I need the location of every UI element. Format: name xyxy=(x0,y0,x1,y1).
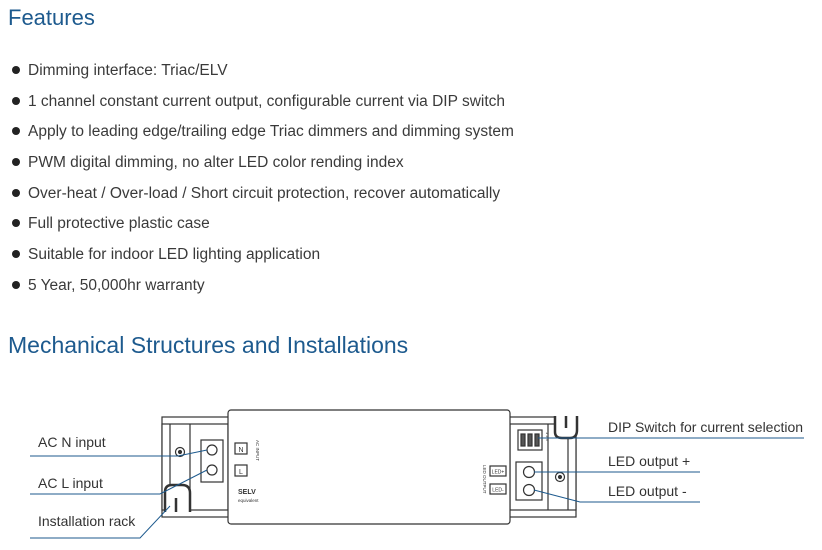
led-plus-terminal-label: LED+ xyxy=(492,470,505,476)
bullet-icon xyxy=(12,219,20,228)
dip-toggle xyxy=(520,433,526,447)
callout-ac-n: AC N input xyxy=(38,434,106,450)
feature-item: PWM digital dimming, no alter LED color … xyxy=(12,148,514,179)
callout-ac-l: AC L input xyxy=(38,475,103,491)
feature-item: Apply to leading edge/trailing edge Tria… xyxy=(12,117,514,148)
bullet-icon xyxy=(12,280,20,289)
callout-installation-rack: Installation rack xyxy=(38,513,136,529)
feature-item: 1 channel constant current output, confi… xyxy=(12,87,514,118)
led-output-label: LED OUTPUT xyxy=(482,465,487,494)
feature-item: Over-heat / Over-load / Short circuit pr… xyxy=(12,179,514,210)
l-label-box xyxy=(234,464,248,477)
dip-numbers-label: 1 2 3 xyxy=(545,432,550,442)
ac-input-label: AC INPUT xyxy=(255,440,260,461)
callout-led-plus: LED output + xyxy=(608,453,690,469)
features-heading: Features xyxy=(8,5,95,30)
feature-item: Suitable for indoor LED lighting applica… xyxy=(12,240,514,271)
led-minus-terminal-label: LED- xyxy=(492,488,504,494)
feature-list: Dimming interface: Triac/ELV 1 channel c… xyxy=(12,56,514,302)
bullet-icon xyxy=(12,188,20,197)
device-center-body xyxy=(227,409,511,525)
selv-label: SELV xyxy=(238,489,256,496)
dip-toggle xyxy=(534,433,540,447)
dip-toggle xyxy=(527,433,533,447)
ac-terminal-block xyxy=(200,439,224,483)
led-minus-box xyxy=(489,483,507,495)
bullet-icon xyxy=(12,66,20,74)
leader-line-led-minus xyxy=(533,489,700,503)
leader-line-ac-l xyxy=(30,469,208,495)
mechanical-diagram: N L SELV equivalent AC INPUT LED+ LED- L… xyxy=(30,409,804,539)
mount-screw-icon xyxy=(174,446,186,458)
driver-device xyxy=(161,409,579,525)
bullet-icon xyxy=(12,96,20,105)
led-plus-box xyxy=(489,465,507,477)
feature-item: Full protective plastic case xyxy=(12,209,514,240)
bullet-icon xyxy=(12,250,20,259)
led-terminal-block xyxy=(515,461,543,501)
leader-line-rack xyxy=(30,505,171,539)
n-label: N xyxy=(238,447,243,454)
leader-line-ac-n xyxy=(30,449,208,457)
leader-lines xyxy=(30,437,804,539)
callout-dip-switch: DIP Switch for current selection xyxy=(608,419,803,435)
equivalent-label: equivalent xyxy=(238,498,259,503)
callout-led-minus: LED output - xyxy=(608,483,687,499)
bullet-icon xyxy=(12,127,20,136)
n-label-box xyxy=(234,442,248,455)
feature-item: Dimming interface: Triac/ELV xyxy=(12,56,514,87)
feature-item: 5 Year, 50,000hr warranty xyxy=(12,271,514,302)
bullet-icon xyxy=(12,158,20,167)
l-label: L xyxy=(239,469,243,476)
mechanical-heading: Mechanical Structures and Installations xyxy=(8,332,409,358)
